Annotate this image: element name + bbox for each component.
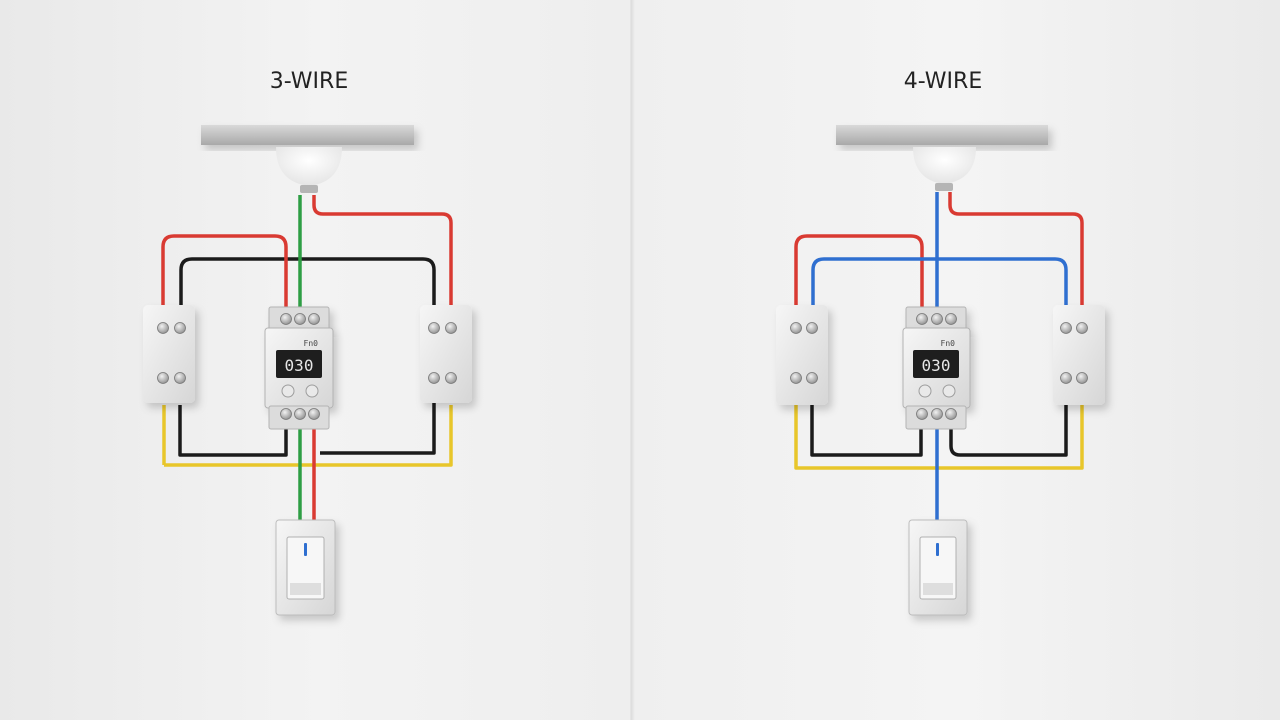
wall-switch[interactable] bbox=[908, 519, 968, 616]
bulb-socket bbox=[300, 185, 318, 193]
timer-meter-module: Fn0 030 bbox=[902, 306, 971, 430]
terminal-screw bbox=[157, 322, 169, 334]
rocker-shadow bbox=[290, 583, 321, 595]
terminal-screw bbox=[931, 408, 943, 420]
terminal-screw bbox=[916, 313, 928, 325]
terminal-screw bbox=[945, 408, 957, 420]
light-bulb bbox=[276, 147, 342, 186]
wire-traveler-yellow bbox=[794, 405, 1084, 470]
panel-3-wire: 3-WIRE bbox=[143, 69, 472, 616]
wire-loop-black bbox=[178, 257, 436, 457]
terminal-screw bbox=[174, 322, 186, 334]
panel-title: 3-WIRE bbox=[270, 69, 348, 94]
light-bulb bbox=[913, 147, 976, 184]
terminal-screw bbox=[916, 408, 928, 420]
meter-button-left[interactable] bbox=[281, 384, 295, 398]
terminal-screw bbox=[294, 313, 306, 325]
meter-reading: 030 bbox=[922, 356, 951, 375]
terminal-screw bbox=[445, 372, 457, 384]
terminal-screw bbox=[428, 372, 440, 384]
panel-4-wire: 4-WIRE bbox=[776, 69, 1105, 616]
wire-black bbox=[810, 405, 1068, 457]
left-terminal-block bbox=[143, 305, 195, 403]
meter-display bbox=[913, 350, 959, 378]
terminal-screw bbox=[280, 313, 292, 325]
terminal-plate bbox=[1053, 305, 1105, 405]
wires bbox=[794, 192, 1084, 530]
wire-hot-b-red bbox=[312, 195, 453, 305]
terminal-screw bbox=[806, 372, 818, 384]
wire-loop-blue bbox=[811, 257, 1068, 305]
meter-button-right[interactable] bbox=[942, 384, 956, 398]
terminal-screw bbox=[428, 322, 440, 334]
right-terminal-block bbox=[420, 305, 472, 403]
wire-hot-b-red bbox=[948, 192, 1084, 305]
right-terminal-block bbox=[1053, 305, 1105, 405]
meter-reading: 030 bbox=[285, 356, 314, 375]
terminal-screw bbox=[790, 322, 802, 334]
terminal-screw bbox=[445, 322, 457, 334]
terminal-screw bbox=[1060, 372, 1072, 384]
terminal-plate bbox=[420, 305, 472, 403]
timer-meter-module: Fn0 030 bbox=[264, 306, 334, 430]
terminal-plate bbox=[143, 305, 195, 403]
wire-traveler-yellow bbox=[162, 405, 453, 467]
terminal-screw bbox=[931, 313, 943, 325]
terminal-screw bbox=[945, 313, 957, 325]
bulb-socket bbox=[935, 183, 953, 191]
fixture-canopy bbox=[201, 125, 414, 145]
terminal-screw bbox=[174, 372, 186, 384]
terminal-plate bbox=[776, 305, 828, 405]
meter-button-left[interactable] bbox=[918, 384, 932, 398]
terminal-screw bbox=[294, 408, 306, 420]
wire-hot-a-red bbox=[161, 234, 288, 308]
terminal-screw bbox=[308, 408, 320, 420]
meter-display bbox=[276, 350, 322, 378]
wires bbox=[161, 195, 453, 530]
terminal-screw bbox=[1076, 322, 1088, 334]
ceiling-light-fixture bbox=[836, 125, 1048, 191]
switch-indicator-led bbox=[936, 543, 939, 556]
terminal-screw bbox=[308, 313, 320, 325]
terminal-screw bbox=[806, 322, 818, 334]
rocker-shadow bbox=[923, 583, 953, 595]
switch-indicator-led bbox=[304, 543, 307, 556]
meter-button-right[interactable] bbox=[305, 384, 319, 398]
wall-switch[interactable] bbox=[275, 519, 336, 616]
terminal-screw bbox=[157, 372, 169, 384]
terminal-screw bbox=[1060, 322, 1072, 334]
meter-label: Fn0 bbox=[304, 339, 319, 348]
meter-label: Fn0 bbox=[941, 339, 956, 348]
panel-title: 4-WIRE bbox=[904, 69, 982, 94]
terminal-screw bbox=[280, 408, 292, 420]
fixture-canopy bbox=[836, 125, 1048, 145]
terminal-screw bbox=[1076, 372, 1088, 384]
ceiling-light-fixture bbox=[201, 125, 414, 193]
terminal-screw bbox=[790, 372, 802, 384]
wire-hot-a-red bbox=[794, 234, 924, 308]
left-terminal-block bbox=[776, 305, 828, 405]
